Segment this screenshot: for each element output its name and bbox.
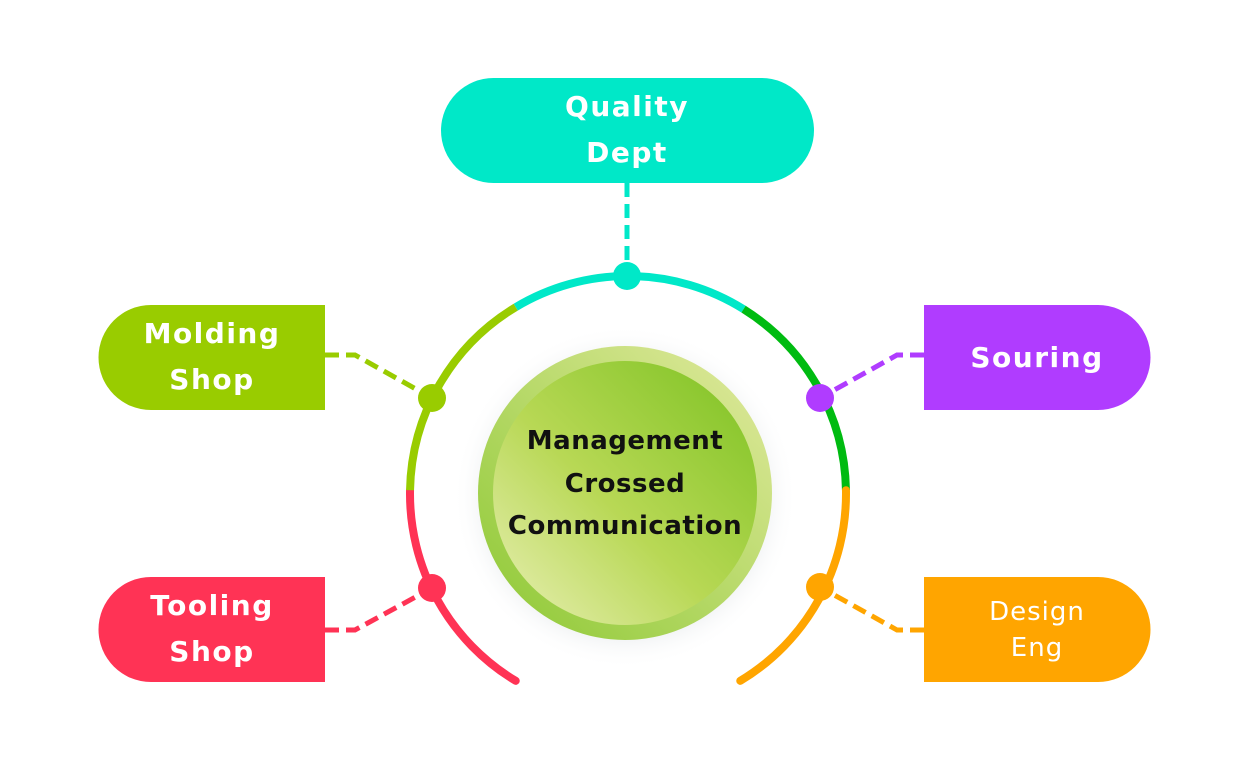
center-label-line-2: Crossed [565,469,685,499]
node-tooling-shape [98,577,326,682]
node-molding-shape [98,305,326,410]
ring-segment-lime [406,303,518,491]
ring-dot-souring [806,384,834,412]
node-quality-shape [441,78,814,183]
node-molding-label-line-2: Shop [169,363,254,396]
node-souring-label: Souring [970,341,1103,374]
ring-dot-design [806,573,834,601]
node-tooling-label-line-1: Tooling [150,589,274,622]
connector-design [818,584,924,633]
connector-souring [818,352,924,401]
node-design-label-line-2: Eng [1011,633,1063,663]
node-quality-label-line-1: Quality [565,90,689,123]
ring-dot-tooling [418,574,446,602]
node-design-eng[interactable]: Design Eng [924,577,1151,682]
node-design-label-line-1: Design [989,597,1085,627]
ring-dots [418,262,834,602]
node-tooling-label-line-2: Shop [169,635,254,668]
center-label-line-1: Management [527,426,723,456]
center-hub: Management Crossed Communication [453,325,797,669]
center-label-line-3: Communication [508,511,742,541]
node-quality-label-line-2: Dept [586,136,668,169]
ring-dot-molding [418,384,446,412]
node-tooling-shop[interactable]: Tooling Shop [98,577,326,682]
node-souring-shape [924,305,1151,410]
connectors [325,183,924,633]
node-molding-label-line-1: Molding [144,317,281,350]
node-design-shape [924,577,1151,682]
connector-tooling [325,585,434,633]
ring-dot-quality [613,262,641,290]
node-molding-shop[interactable]: Molding Shop [98,305,326,410]
node-souring[interactable]: Souring [924,305,1151,410]
center-hub-inner [493,361,757,625]
node-quality-dept[interactable]: Quality Dept [441,78,814,183]
connector-molding [325,352,434,401]
